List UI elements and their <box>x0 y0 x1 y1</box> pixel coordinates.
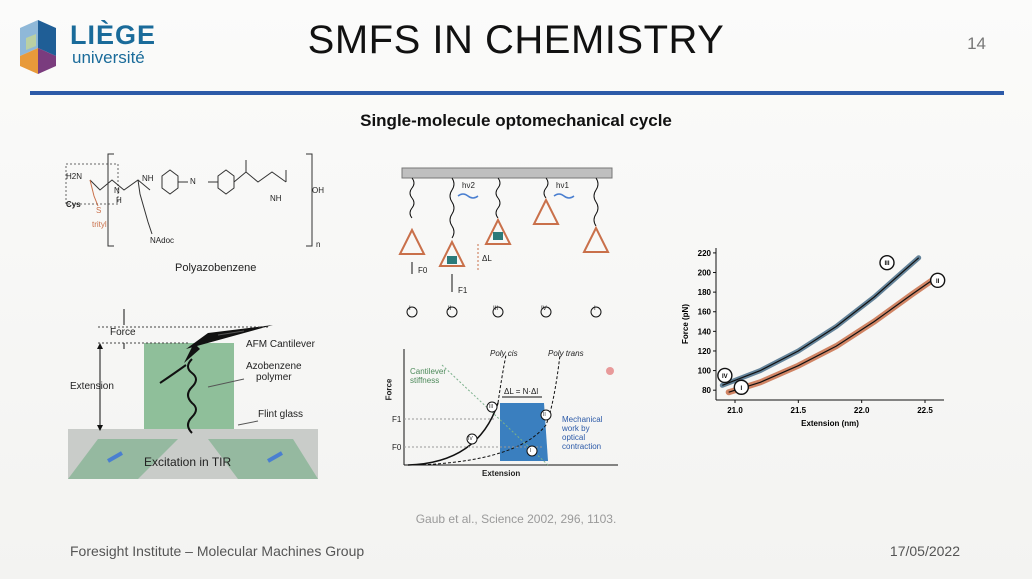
work-xlabel: Extension <box>482 469 521 478</box>
f1-label: F1 <box>458 286 468 295</box>
azo-n-label: N <box>190 177 196 186</box>
y-tick-label-5: 180 <box>698 288 712 297</box>
y-tick-label-3: 140 <box>698 327 712 336</box>
y-tick-label-1: 100 <box>698 367 712 376</box>
work-roman-4: IV <box>468 436 473 442</box>
amine-label: H2N <box>66 172 83 181</box>
slide-subtitle: Single-molecule optomechanical cycle <box>360 111 672 130</box>
delta-l-label: ΔL <box>482 254 492 263</box>
point-1 <box>929 272 946 289</box>
mechanical-work-label: Mechanical work by optical contraction <box>562 415 603 451</box>
x-tick-label-0: 21.0 <box>727 406 743 415</box>
page-number: 14 <box>967 34 986 53</box>
logo-mark-icon <box>20 20 56 74</box>
work-roman-3: III <box>489 404 494 410</box>
y-axis-label: Force (pN) <box>681 304 690 344</box>
series-0-line <box>728 275 939 393</box>
hv2-label: hν2 <box>462 181 475 190</box>
title-rule <box>30 91 1004 95</box>
nh-label: NH <box>142 174 154 183</box>
cys-label: Cys <box>66 200 81 209</box>
stage-1: I <box>409 306 411 312</box>
work-f0-label: F0 <box>392 443 402 452</box>
point-3 <box>717 367 733 384</box>
stage-5: I <box>594 306 596 312</box>
stage-4: IV <box>541 306 547 312</box>
nadoc-label: NAdoc <box>150 236 175 245</box>
work-roman-1: I <box>530 448 532 454</box>
footer-organization: Foresight Institute – Molecular Machines… <box>70 543 365 559</box>
repeat-n-label: n <box>316 240 321 249</box>
amide-nh-label: NH <box>270 194 282 203</box>
structure-caption: Polyazobenzene <box>175 262 257 274</box>
h-label: H <box>116 196 122 205</box>
cycle-drawing <box>398 167 613 318</box>
university-logo: LIÈGE université <box>14 18 157 78</box>
work-roman-2: II <box>543 412 546 418</box>
point-label-2: III <box>884 261 889 267</box>
y-tick-label-2: 120 <box>698 347 712 356</box>
force-extension-chart: 80 100 120 140 160 180 200 220 21.0 21.5 22.0 22.5E… <box>681 248 946 428</box>
series-1-band <box>719 255 922 388</box>
n-label: N <box>114 186 120 195</box>
chart-layer: 80 100 120 140 160 180 200 220 21.0 21.5 22.0 22.5E… <box>681 248 946 428</box>
series-1-line <box>722 257 920 386</box>
force-label: Force <box>110 327 136 338</box>
y-tick-label-6: 200 <box>698 269 712 278</box>
stiffness-label: Cantilever stiffness <box>410 367 447 385</box>
x-tick-label-1: 21.5 <box>791 406 807 415</box>
logo-name: LIÈGE <box>70 20 157 50</box>
polymer-label: Azobenzene polymer <box>246 361 302 383</box>
cycle-diagram: hν2 hν1 ΔL F0 F1 I II III IV I <box>398 166 616 326</box>
slide-title: SMFS IN CHEMISTRY <box>307 18 725 62</box>
y-tick-label-0: 80 <box>702 386 711 395</box>
hydroxyl-label: OH <box>312 186 324 195</box>
x-axis-label: Extension (nm) <box>801 419 859 428</box>
point-0 <box>733 379 750 395</box>
point-2 <box>879 255 895 271</box>
work-f1-label: F1 <box>392 415 402 424</box>
point-label-0: I <box>740 386 742 392</box>
footer-date: 17/05/2022 <box>889 543 960 559</box>
tir-label: Excitation in TIR <box>144 455 232 469</box>
y-tick-label-4: 160 <box>698 308 712 317</box>
series-0-band <box>725 273 941 396</box>
citation: Gaub et al., Science 2002, 296, 1103. <box>415 512 617 526</box>
logo-subtitle: université <box>72 48 145 67</box>
stage-3: III <box>493 306 499 312</box>
work-ylabel: Force <box>384 378 394 401</box>
work-plot: Force Extension Cantilever stiffness Pol… <box>378 345 628 485</box>
glass-label: Flint glass <box>258 409 304 420</box>
work-drawing <box>403 349 618 466</box>
hv1-label: hν1 <box>556 181 569 190</box>
poly-trans-label: Poly trans <box>548 349 584 358</box>
stage-2: II <box>448 306 452 312</box>
poly-cis-label: Poly cis <box>490 349 518 358</box>
f0-label: F0 <box>418 266 428 275</box>
sulfur-label: S <box>96 206 102 215</box>
extension-label: Extension <box>70 381 114 392</box>
afm-drawing <box>68 309 318 479</box>
structure-drawing <box>65 153 313 247</box>
afm-schematic: Force Extension AFM Cantilever Azobenzen… <box>68 305 333 480</box>
point-label-3: IV <box>722 374 728 380</box>
trityl-label: trityl <box>92 220 107 229</box>
cantilever-label: AFM Cantilever <box>246 339 315 350</box>
delta-formula-label: ΔL = N·Δl <box>504 387 539 396</box>
polyazobenzene-structure: H2N Cys S trityl N H NH N NAdoc NH OH n … <box>60 150 340 285</box>
x-tick-label-3: 22.5 <box>917 406 933 415</box>
x-tick-label-2: 22.0 <box>854 406 870 415</box>
y-tick-label-7: 220 <box>698 249 712 258</box>
point-label-1: II <box>936 279 940 285</box>
